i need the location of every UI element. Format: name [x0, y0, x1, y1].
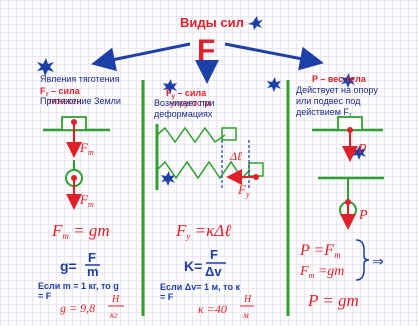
elastic-formula: Fу =κΔℓ [175, 221, 231, 241]
star-icon [352, 145, 366, 160]
weight-line2: Действует на опору [296, 85, 378, 95]
elastic-line2: упругости [170, 98, 211, 108]
implies-arrow: ⇒ [372, 253, 384, 269]
center-dot [71, 119, 77, 125]
arrow-left [91, 42, 191, 72]
header-letter: F [197, 34, 215, 67]
g-expr-num: F [88, 250, 96, 265]
brace [355, 239, 370, 281]
elastic-line4: деформациях [154, 109, 213, 119]
k-value: κ =40 [198, 302, 227, 316]
force-label: Fт [79, 192, 94, 209]
delta-label: Δℓ [229, 149, 242, 163]
k-den: Δv [205, 264, 222, 279]
gravity-line3: тяжести [48, 96, 82, 106]
spring-unstretched [156, 126, 226, 144]
force-label: Fу [237, 182, 250, 199]
weight-eq1: P =Fт [299, 242, 341, 260]
elastic-note-a: Если Δv= 1 м, то к [160, 282, 240, 292]
star-icon [267, 77, 281, 92]
star-icon [341, 73, 355, 88]
weight-result: P = gm [307, 291, 359, 310]
weight-line4: действием Fт [296, 107, 352, 119]
g-value: g = 9,8 [60, 301, 95, 315]
center-dot [347, 127, 353, 133]
g-expr-lhs: g= [60, 258, 77, 274]
k-num: F [210, 247, 218, 262]
star-icon [37, 58, 54, 76]
center-dot [345, 199, 351, 205]
gravity-line2: Fт – сила [40, 86, 81, 98]
header-title: Виды сил [180, 15, 244, 30]
k-unit-num: Н [243, 294, 252, 305]
star-icon [248, 16, 263, 30]
star-icon [161, 171, 175, 186]
gravity-formula: Fт = gm [51, 221, 110, 241]
force-label: P [358, 208, 368, 223]
center-dot [71, 175, 77, 181]
force-label: P [357, 142, 367, 157]
force-label: Fт [79, 140, 94, 157]
gravity-line1: Явления тяготения [40, 74, 120, 84]
elastic-line1: Fу – сила [166, 88, 207, 100]
weight-line1: P – вес тела [312, 74, 367, 84]
gravity-note-a: Если m = 1 кг, то g [38, 281, 119, 291]
elastic-note-b: = F [160, 292, 174, 302]
weight-line3: или подвес под [296, 96, 361, 106]
star-icon [163, 79, 177, 94]
gravity-note-b: = F [38, 291, 52, 301]
weight-eq2: Fт =gm [299, 264, 344, 280]
k-lhs: K= [184, 258, 202, 274]
g-unit-den: кг [110, 310, 118, 320]
k-unit-den: м [242, 310, 249, 320]
spring-end-block [221, 127, 237, 141]
gravity-line4: Притяжение Земли [40, 96, 121, 106]
arrow-right [224, 42, 324, 71]
spring-stretched [156, 160, 251, 180]
elastic-line3: Возникает при [154, 98, 214, 108]
g-unit-num: Н [111, 294, 120, 305]
g-expr-den: m [87, 264, 99, 279]
